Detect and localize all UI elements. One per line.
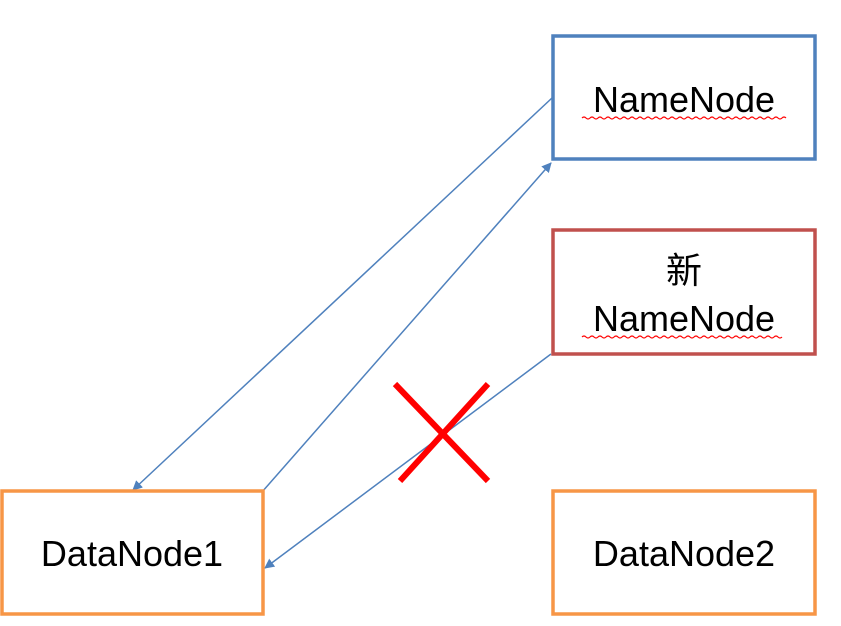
arrow-new-namenode-to-datanode1 xyxy=(264,353,552,569)
new-namenode-label-line2: NameNode xyxy=(593,298,775,339)
new-namenode-box: 新 NameNode xyxy=(551,228,817,356)
spellcheck-underline xyxy=(581,116,787,120)
new-namenode-label-line1: 新 xyxy=(666,251,702,292)
namenode-box: NameNode xyxy=(551,34,817,161)
arrow-namenode-to-datanode1 xyxy=(132,97,553,491)
spellcheck-underline xyxy=(581,335,783,339)
arrow-datanode1-to-namenode xyxy=(261,162,552,493)
datanode1-label: DataNode1 xyxy=(41,533,223,574)
datanode2-label: DataNode2 xyxy=(593,533,775,574)
datanode2-box: DataNode2 xyxy=(551,489,817,616)
namenode-label: NameNode xyxy=(593,79,775,120)
blocked-cross-icon xyxy=(392,381,491,484)
datanode1-box: DataNode1 xyxy=(0,489,265,616)
